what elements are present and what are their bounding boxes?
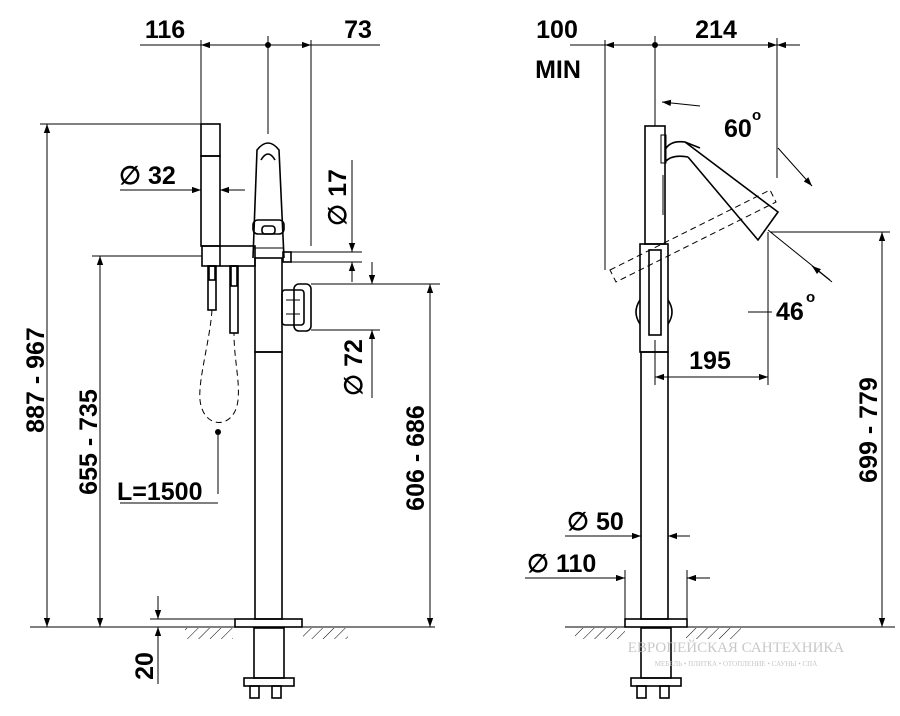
right-angle-46: 46 o: [748, 229, 833, 326]
dim-d17: 17: [324, 169, 352, 197]
left-view: 116 73 ∅ 32 887 - 967 655 - 735 L=1500: [22, 16, 440, 699]
right-dim-d50: ∅ 50: [565, 508, 690, 540]
right-faucet-body: [624, 125, 688, 699]
right-spout: [664, 140, 780, 242]
dim-606-686: 606 - 686: [402, 405, 430, 511]
left-dim-overall: 887 - 967: [22, 123, 201, 627]
right-dim-spout-height: 699 - 779: [770, 231, 890, 627]
dim-d72: 72: [340, 339, 368, 367]
dim-100: 100: [536, 16, 578, 44]
left-floor: [30, 626, 435, 639]
dim-195: 195: [689, 347, 731, 375]
left-dim-spout: 655 - 735: [75, 255, 202, 627]
dim-887-967: 887 - 967: [22, 327, 50, 433]
left-control-knob: [281, 283, 312, 332]
diameter-symbol-d72: ∅: [340, 374, 368, 396]
right-dim-top: 100 MIN 214: [535, 16, 800, 270]
dim-655-735: 655 - 735: [75, 389, 103, 495]
degree-60: o: [752, 107, 761, 124]
dim-73: 73: [344, 16, 372, 44]
angle-46: 46: [776, 298, 804, 326]
dim-116: 116: [145, 16, 185, 44]
left-hose: [199, 309, 239, 435]
diameter-symbol-d32: ∅: [119, 162, 141, 190]
hose-length: L=1500: [117, 478, 203, 506]
left-dim-floor: 20: [131, 596, 235, 684]
watermark-line2: МЕБЕЛЬ • ПЛИТКА • ОТОПЛЕНИЕ • САУНЫ • СП…: [655, 660, 818, 668]
dim-699-779: 699 - 779: [855, 377, 883, 483]
diameter-symbol-d50: ∅: [567, 508, 589, 536]
left-dim-top: 116 73: [140, 16, 380, 246]
left-inlet-stub: [282, 251, 292, 263]
dim-d32: 32: [148, 162, 176, 190]
angle-60: 60: [724, 115, 752, 143]
right-dim-d110: ∅ 110: [525, 550, 710, 619]
left-hand-shower: [200, 123, 256, 334]
dim-d110: 110: [556, 550, 596, 578]
left-dim-knob-height: 606 - 686: [402, 284, 434, 627]
watermark-line1: ЕВРОПЕЙСКАЯ САНТЕХНИКА: [628, 639, 845, 656]
watermark: ЕВРОПЕЙСКАЯ САНТЕХНИКА МЕБЕЛЬ • ПЛИТКА •…: [628, 639, 845, 668]
dim-d50: 50: [596, 508, 624, 536]
dim-min-label: MIN: [535, 56, 581, 84]
left-dim-d17: ∅ 17: [291, 160, 362, 282]
right-dim-195: 195: [654, 232, 769, 385]
left-faucet-body: [234, 142, 303, 699]
right-spout-alternate: [609, 189, 777, 283]
right-handle: [635, 249, 673, 336]
dim-214: 214: [695, 16, 737, 44]
dim-20: 20: [131, 652, 159, 680]
left-hose-label: L=1500: [117, 432, 219, 506]
diameter-symbol-d17: ∅: [324, 204, 352, 226]
left-dim-d72: ∅ 72: [311, 262, 440, 398]
diameter-symbol-d110: ∅: [527, 550, 549, 578]
left-dim-d32: ∅ 32: [119, 162, 245, 194]
degree-46: o: [806, 289, 815, 306]
right-angle-60: 60 o: [661, 99, 813, 187]
right-floor: [565, 626, 895, 639]
right-view: 100 MIN 214 60 o 46 o 195: [525, 16, 895, 699]
